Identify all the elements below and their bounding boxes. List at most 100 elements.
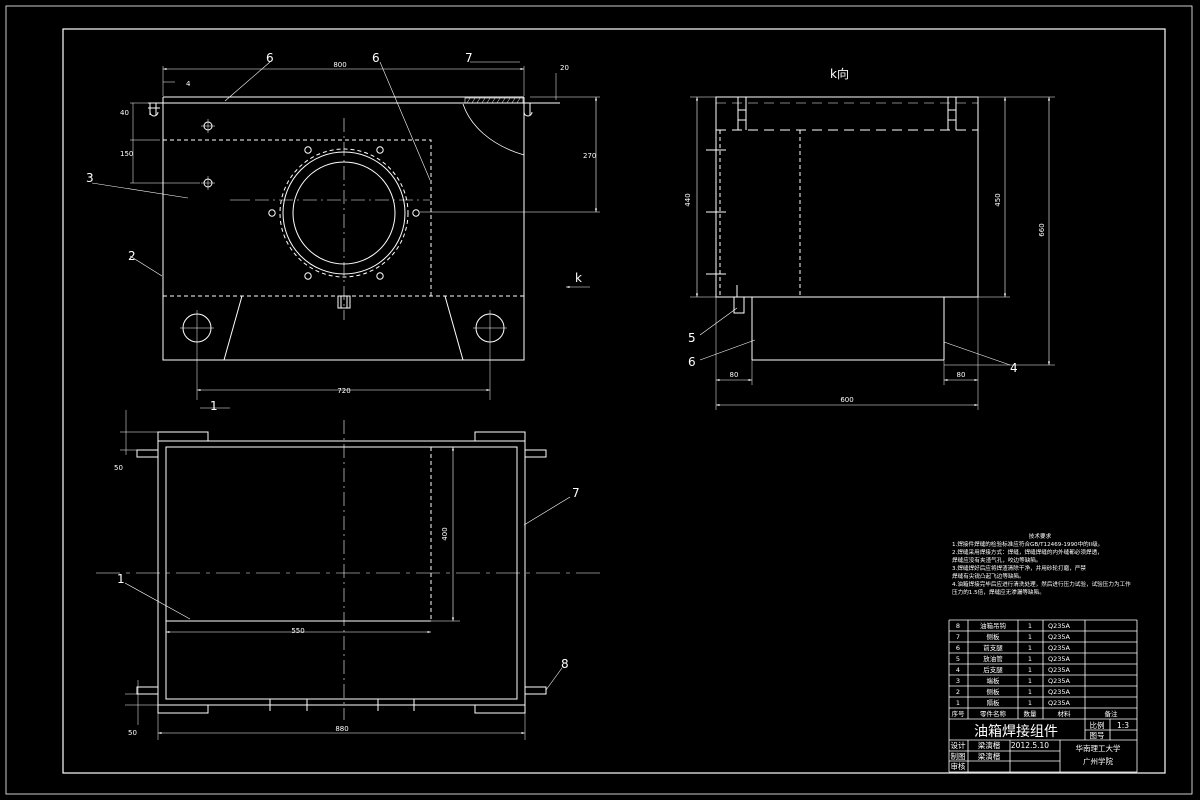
bom-header-remark: 备注	[1105, 709, 1119, 718]
bom-row-material: Q235A	[1048, 677, 1071, 685]
dim-800: 800	[333, 61, 346, 69]
tech-note-line-3: 焊缝应没有夹渣气孔，咬边等缺陷。	[952, 556, 1042, 564]
bom-row-no: 8	[956, 622, 960, 630]
bom-row-no: 3	[956, 677, 960, 685]
school-line-2: 广州学院	[1083, 756, 1113, 766]
bom-row-no: 1	[956, 699, 960, 707]
bom-header-name: 零件名称	[980, 709, 1007, 718]
dim-80-left: 80	[730, 371, 739, 379]
bom-row-material: Q235A	[1048, 666, 1071, 674]
bom-row-qty: 1	[1028, 699, 1032, 707]
front-view	[91, 61, 600, 409]
side-view-labels: 440 450 660 80 80 600 5 6 4	[684, 193, 1046, 404]
bom-header-no: 序号	[952, 709, 966, 718]
bom-row-name: 侧板	[987, 687, 1001, 696]
tech-note-line-6: 4.油箱焊接完毕后应进行清洗处理，然后进行压力试验，试验压力为工作	[952, 580, 1131, 588]
top-view	[96, 410, 600, 740]
bom-row-material: Q235A	[1048, 688, 1071, 696]
dim-720: 720	[337, 387, 350, 395]
callout-2: 2	[128, 249, 136, 263]
bom-row-material: Q235A	[1048, 699, 1071, 707]
callout-8: 8	[561, 657, 569, 671]
bom-row-no: 6	[956, 644, 960, 652]
bom-row-name: 前支腿	[983, 643, 1003, 652]
tech-note-line-1: 1.焊接件焊缝的检验标准应符合GB/T12469-1990中的II级。	[952, 540, 1103, 548]
dim-50-top: 50	[114, 464, 123, 472]
dim-4: 4	[186, 80, 191, 88]
callout-7-top: 7	[572, 486, 580, 500]
callout-6-side: 6	[688, 355, 696, 369]
side-view	[690, 96, 1055, 410]
callout-5: 5	[688, 331, 696, 345]
bom-row-name: 端板	[987, 676, 1001, 685]
callout-3: 3	[86, 171, 94, 185]
bom-row-material: Q235A	[1048, 633, 1071, 641]
bom-row-name: 后支腿	[983, 665, 1003, 674]
top-view-labels: 50 50 400 550 880 7 1 8	[114, 464, 580, 737]
dim-880: 880	[335, 725, 348, 733]
bom-row-no: 2	[956, 688, 960, 696]
bom-header-qty: 数量	[1024, 709, 1038, 718]
bom-row-qty: 1	[1028, 633, 1032, 641]
tech-note-line-2: 2.焊缝采用焊接方式：焊缝，焊缝焊缝的内外缝都必须焊透，	[952, 548, 1103, 556]
technical-notes: 技术要求 1.焊接件焊缝的检验标准应符合GB/T12469-1990中的II级。…	[952, 532, 1131, 596]
bom-row-name: 侧板	[987, 632, 1001, 641]
drawing-title: 油箱焊接组件	[974, 723, 1058, 740]
callout-1: 1	[210, 399, 218, 413]
scale-value: 1:3	[1117, 721, 1129, 730]
bom-row-name: 放油管	[983, 654, 1003, 663]
inner-frame	[62, 28, 1166, 774]
dim-400: 400	[441, 527, 449, 540]
title-block: 油箱焊接组件 比例 1:3 图号 设计 梁演楷 2012.5.10 制图 梁演楷…	[951, 720, 1130, 771]
bom-table-rows: 8 油箱吊钩 1 Q235A 7 侧板 1 Q235A 6 前支腿 1 Q235…	[952, 621, 1119, 718]
dim-270: 270	[583, 152, 596, 160]
callout-6b: 6	[372, 51, 380, 65]
tech-notes-title: 技术要求	[1029, 532, 1052, 540]
review-label: 审核	[951, 761, 966, 771]
dim-150: 150	[120, 150, 133, 158]
k-arrow-label: k	[575, 271, 582, 285]
front-view-labels: 800 4 20 40 150 270 720 6 6 7 3 2 1 k	[86, 51, 596, 413]
dim-80-right: 80	[957, 371, 966, 379]
view-k-title: k向	[830, 66, 849, 81]
callout-7: 7	[465, 51, 473, 65]
bom-row-qty: 1	[1028, 655, 1032, 663]
bom-row-no: 7	[956, 633, 960, 641]
drawn-name: 梁演楷	[978, 751, 1001, 761]
bom-header-material: 材料	[1058, 709, 1072, 718]
dim-660: 660	[1038, 223, 1046, 236]
callout-4: 4	[1010, 361, 1018, 375]
dim-550: 550	[291, 627, 304, 635]
bom-row-no: 5	[956, 655, 960, 663]
bom-row-material: Q235A	[1048, 622, 1071, 630]
bom-row-qty: 1	[1028, 666, 1032, 674]
dim-450: 450	[994, 193, 1002, 206]
dim-40: 40	[120, 109, 129, 117]
bom-row-material: Q235A	[1048, 644, 1071, 652]
title-block-grid	[949, 719, 1137, 773]
bom-row-name: 隔板	[987, 698, 1001, 707]
bom-row-qty: 1	[1028, 622, 1032, 630]
tech-note-line-4: 3.焊缝焊好后应将焊渣清除干净，并用砂轮打磨，严禁	[952, 564, 1086, 572]
design-label: 设计	[951, 740, 966, 750]
dim-440: 440	[684, 193, 692, 206]
bom-row-material: Q235A	[1048, 655, 1071, 663]
scale-label: 比例	[1090, 720, 1105, 730]
bom-row-qty: 1	[1028, 677, 1032, 685]
callout-1-top: 1	[117, 572, 125, 586]
tech-note-line-5: 焊缝有尖锐凸起飞边等缺陷。	[952, 572, 1025, 580]
bom-row-name: 油箱吊钩	[980, 621, 1007, 630]
dim-50-bottom: 50	[128, 729, 137, 737]
bom-row-no: 4	[956, 666, 960, 674]
design-date: 2012.5.10	[1011, 741, 1049, 750]
bom-row-qty: 1	[1028, 688, 1032, 696]
dim-20: 20	[560, 64, 569, 72]
callout-6a: 6	[266, 51, 274, 65]
outer-frame	[5, 5, 1193, 795]
bom-row-qty: 1	[1028, 644, 1032, 652]
bom-table-grid	[948, 619, 1138, 772]
dim-600: 600	[840, 396, 853, 404]
school-line-1: 华南理工大学	[1076, 743, 1121, 753]
drawn-label: 制图	[951, 751, 966, 761]
design-name: 梁演楷	[978, 740, 1001, 750]
